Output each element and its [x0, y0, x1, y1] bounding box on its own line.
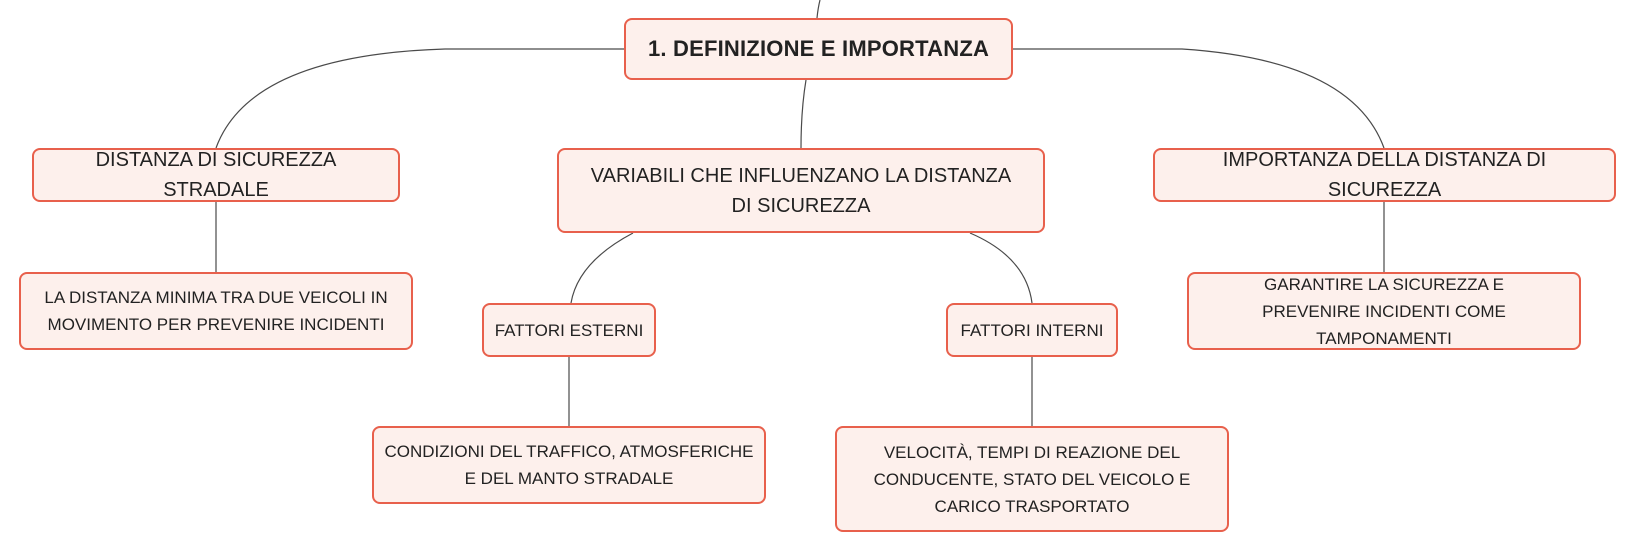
node-garantire-sicurezza[interactable]: GARANTIRE LA SICUREZZA E PREVENIRE INCID… [1187, 272, 1581, 350]
node-label: VELOCITÀ, TEMPI DI REAZIONE DEL CONDUCEN… [873, 442, 1191, 516]
node-label: DISTANZA DI SICUREZZA STRADALE [95, 149, 337, 201]
connector-root-variabili [800, 79, 807, 149]
connector-variabili-interni [969, 232, 1033, 304]
node-distanza-di-sicurezza-stradale[interactable]: DISTANZA DI SICUREZZA STRADALE [32, 148, 400, 202]
node-velocita-tempi-reazione[interactable]: VELOCITÀ, TEMPI DI REAZIONE DEL CONDUCEN… [835, 426, 1229, 532]
node-condizioni-traffico[interactable]: CONDIZIONI DEL TRAFFICO, ATMOSFERICHE E … [372, 426, 766, 504]
node-fattori-esterni[interactable]: FATTORI ESTERNI [482, 303, 656, 357]
node-label: FATTORI INTERNI [960, 320, 1104, 340]
node-fattori-interni[interactable]: FATTORI INTERNI [946, 303, 1118, 357]
root-node-label: 1. DEFINIZIONE E IMPORTANZA [647, 36, 990, 61]
node-label: LA DISTANZA MINIMA TRA DUE VEICOLI IN MO… [44, 288, 388, 334]
connector-root-distanza [215, 48, 624, 149]
node-variabili[interactable]: VARIABILI CHE INFLUENZANO LA DISTANZA DI… [557, 148, 1045, 233]
node-importanza[interactable]: IMPORTANZA DELLA DISTANZA DI SICUREZZA [1153, 148, 1616, 202]
node-label: VARIABILI CHE INFLUENZANO LA DISTANZA DI… [590, 164, 1012, 217]
connector-incoming-root [816, 0, 821, 19]
node-label: GARANTIRE LA SICUREZZA E PREVENIRE INCID… [1262, 274, 1506, 348]
connector-root-importanza [1013, 48, 1385, 149]
connector-variabili-esterni [570, 232, 634, 304]
node-label: FATTORI ESTERNI [494, 320, 644, 340]
node-label: CONDIZIONI DEL TRAFFICO, ATMOSFERICHE E … [384, 442, 754, 488]
node-definizione-distanza-minima[interactable]: LA DISTANZA MINIMA TRA DUE VEICOLI IN MO… [19, 272, 413, 350]
node-label: IMPORTANZA DELLA DISTANZA DI SICUREZZA [1222, 149, 1547, 201]
root-node[interactable]: 1. DEFINIZIONE E IMPORTANZA [624, 18, 1013, 80]
